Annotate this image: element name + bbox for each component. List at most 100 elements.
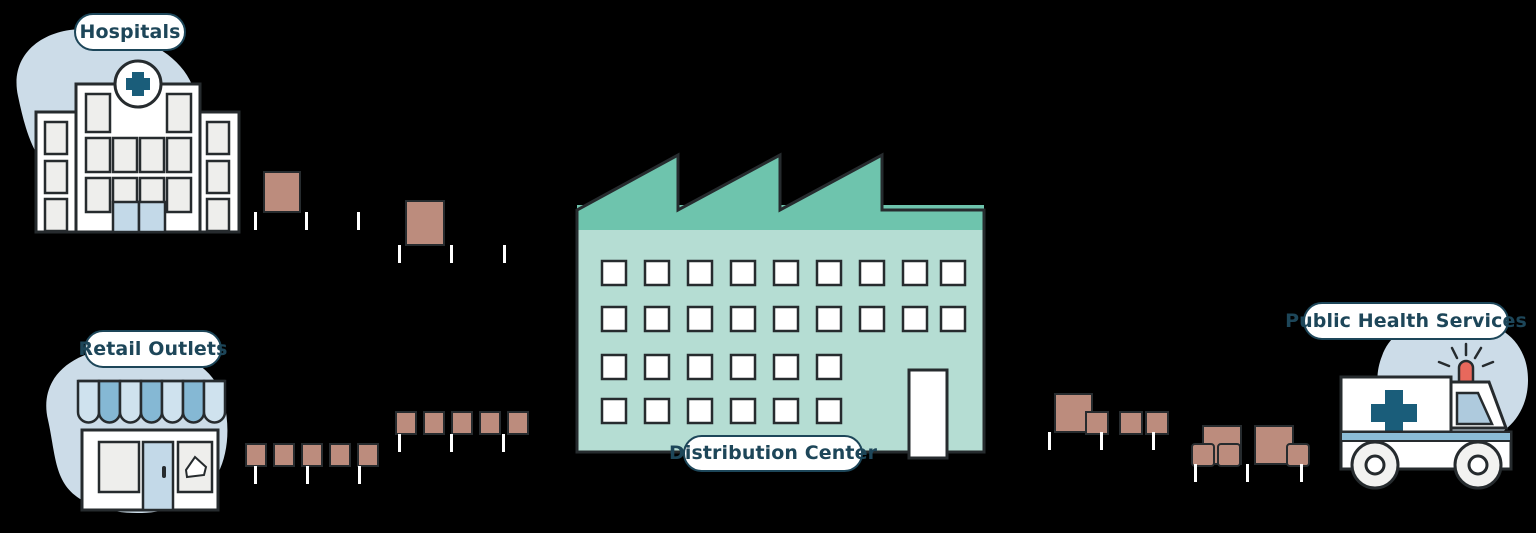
hospital-window: [138, 136, 166, 174]
factory-window: [600, 353, 628, 381]
retail-route-crates-far: [395, 411, 529, 452]
retail-display-window: [97, 440, 141, 494]
factory-window: [729, 353, 757, 381]
crate: [423, 411, 445, 435]
path-dash: [503, 245, 506, 263]
factory-window: [815, 259, 843, 287]
factory-window: [643, 259, 671, 287]
crate: [1145, 411, 1169, 435]
path-dash: [357, 212, 360, 230]
retail-outlet-node[interactable]: [46, 347, 228, 514]
factory-window: [815, 305, 843, 333]
hospital-window: [84, 136, 112, 174]
factory-window: [686, 353, 714, 381]
path-dash: [1300, 464, 1303, 482]
path-dash: [1194, 464, 1197, 482]
hospital-window: [165, 176, 193, 214]
crate: [395, 411, 417, 435]
factory-window: [858, 259, 886, 287]
crate: [1217, 443, 1241, 467]
retail-door: [141, 440, 175, 512]
factory-outline: [575, 152, 986, 454]
hospital-window: [205, 120, 231, 156]
crate: [1191, 443, 1215, 467]
label-public-health-services-text: Public Health Services: [1285, 309, 1527, 332]
factory-window: [815, 397, 843, 425]
path-dash: [1152, 432, 1155, 450]
hospital-route-crates: [254, 171, 506, 263]
hospital-entrance-door: [111, 200, 141, 234]
ambulance-wheel-hub: [1364, 454, 1386, 476]
factory-window: [600, 397, 628, 425]
label-hospitals[interactable]: Hospitals: [74, 13, 186, 51]
path-dash: [254, 212, 257, 230]
crate: [451, 411, 473, 435]
path-dash: [1048, 432, 1051, 450]
factory-window: [643, 305, 671, 333]
phs-route-crates-a: [1048, 393, 1169, 450]
path-dash: [450, 245, 453, 263]
retail-route-crates-near: [245, 443, 379, 484]
factory-window: [772, 353, 800, 381]
factory-window: [939, 259, 967, 287]
factory-window: [729, 397, 757, 425]
label-retail-outlets-text: Retail Outlets: [78, 337, 228, 360]
factory-window: [772, 397, 800, 425]
hospital-window: [84, 176, 112, 214]
crate: [1119, 411, 1143, 435]
path-dash: [1246, 464, 1249, 482]
path-dash: [358, 466, 361, 484]
crate: [263, 171, 301, 213]
hospital-window: [43, 159, 69, 195]
path-dash: [398, 434, 401, 452]
shop-sign-icon: [184, 455, 208, 479]
hospital-window: [165, 136, 193, 174]
factory-window: [600, 305, 628, 333]
factory-window: [686, 397, 714, 425]
factory-window: [729, 259, 757, 287]
factory-window: [600, 259, 628, 287]
siren-rays-icon: [1437, 342, 1495, 368]
plus-icon: [1371, 390, 1417, 436]
factory-window: [772, 305, 800, 333]
factory-window: [901, 305, 929, 333]
factory-window: [858, 305, 886, 333]
hospital-entrance-door: [137, 200, 167, 234]
hospital-window: [43, 197, 69, 233]
crate: [507, 411, 529, 435]
label-retail-outlets[interactable]: Retail Outlets: [79, 330, 227, 368]
factory-window: [901, 259, 929, 287]
hospital-window: [205, 159, 231, 195]
hospital-window: [43, 120, 69, 156]
distribution-center-node[interactable]: [575, 152, 986, 460]
label-distribution-center[interactable]: Distribution Center: [669, 435, 877, 472]
path-dash: [305, 212, 308, 230]
path-dash: [450, 434, 453, 452]
factory-window: [643, 397, 671, 425]
siren-light-icon: [1457, 359, 1475, 384]
label-public-health-services[interactable]: Public Health Services: [1285, 302, 1527, 340]
crate: [357, 443, 379, 467]
ambulance-stripe: [1342, 432, 1510, 440]
path-dash: [1100, 432, 1103, 450]
factory-window: [939, 305, 967, 333]
crate: [245, 443, 267, 467]
phs-route-crates-b: [1191, 425, 1310, 482]
door-handle-icon: [162, 466, 166, 478]
retail-awning-icon: [76, 379, 227, 424]
hospital-window: [165, 92, 193, 134]
crate: [405, 200, 445, 246]
crate: [273, 443, 295, 467]
hospital-window: [111, 136, 139, 174]
factory-window: [686, 259, 714, 287]
hospital-window: [84, 92, 112, 134]
factory-window: [686, 305, 714, 333]
crate: [1085, 411, 1109, 435]
factory-window: [729, 305, 757, 333]
hospital-node[interactable]: [16, 29, 241, 234]
ambulance-wheel-hub: [1467, 454, 1489, 476]
crate: [1286, 443, 1310, 467]
public-health-services-node[interactable]: [1339, 316, 1528, 490]
